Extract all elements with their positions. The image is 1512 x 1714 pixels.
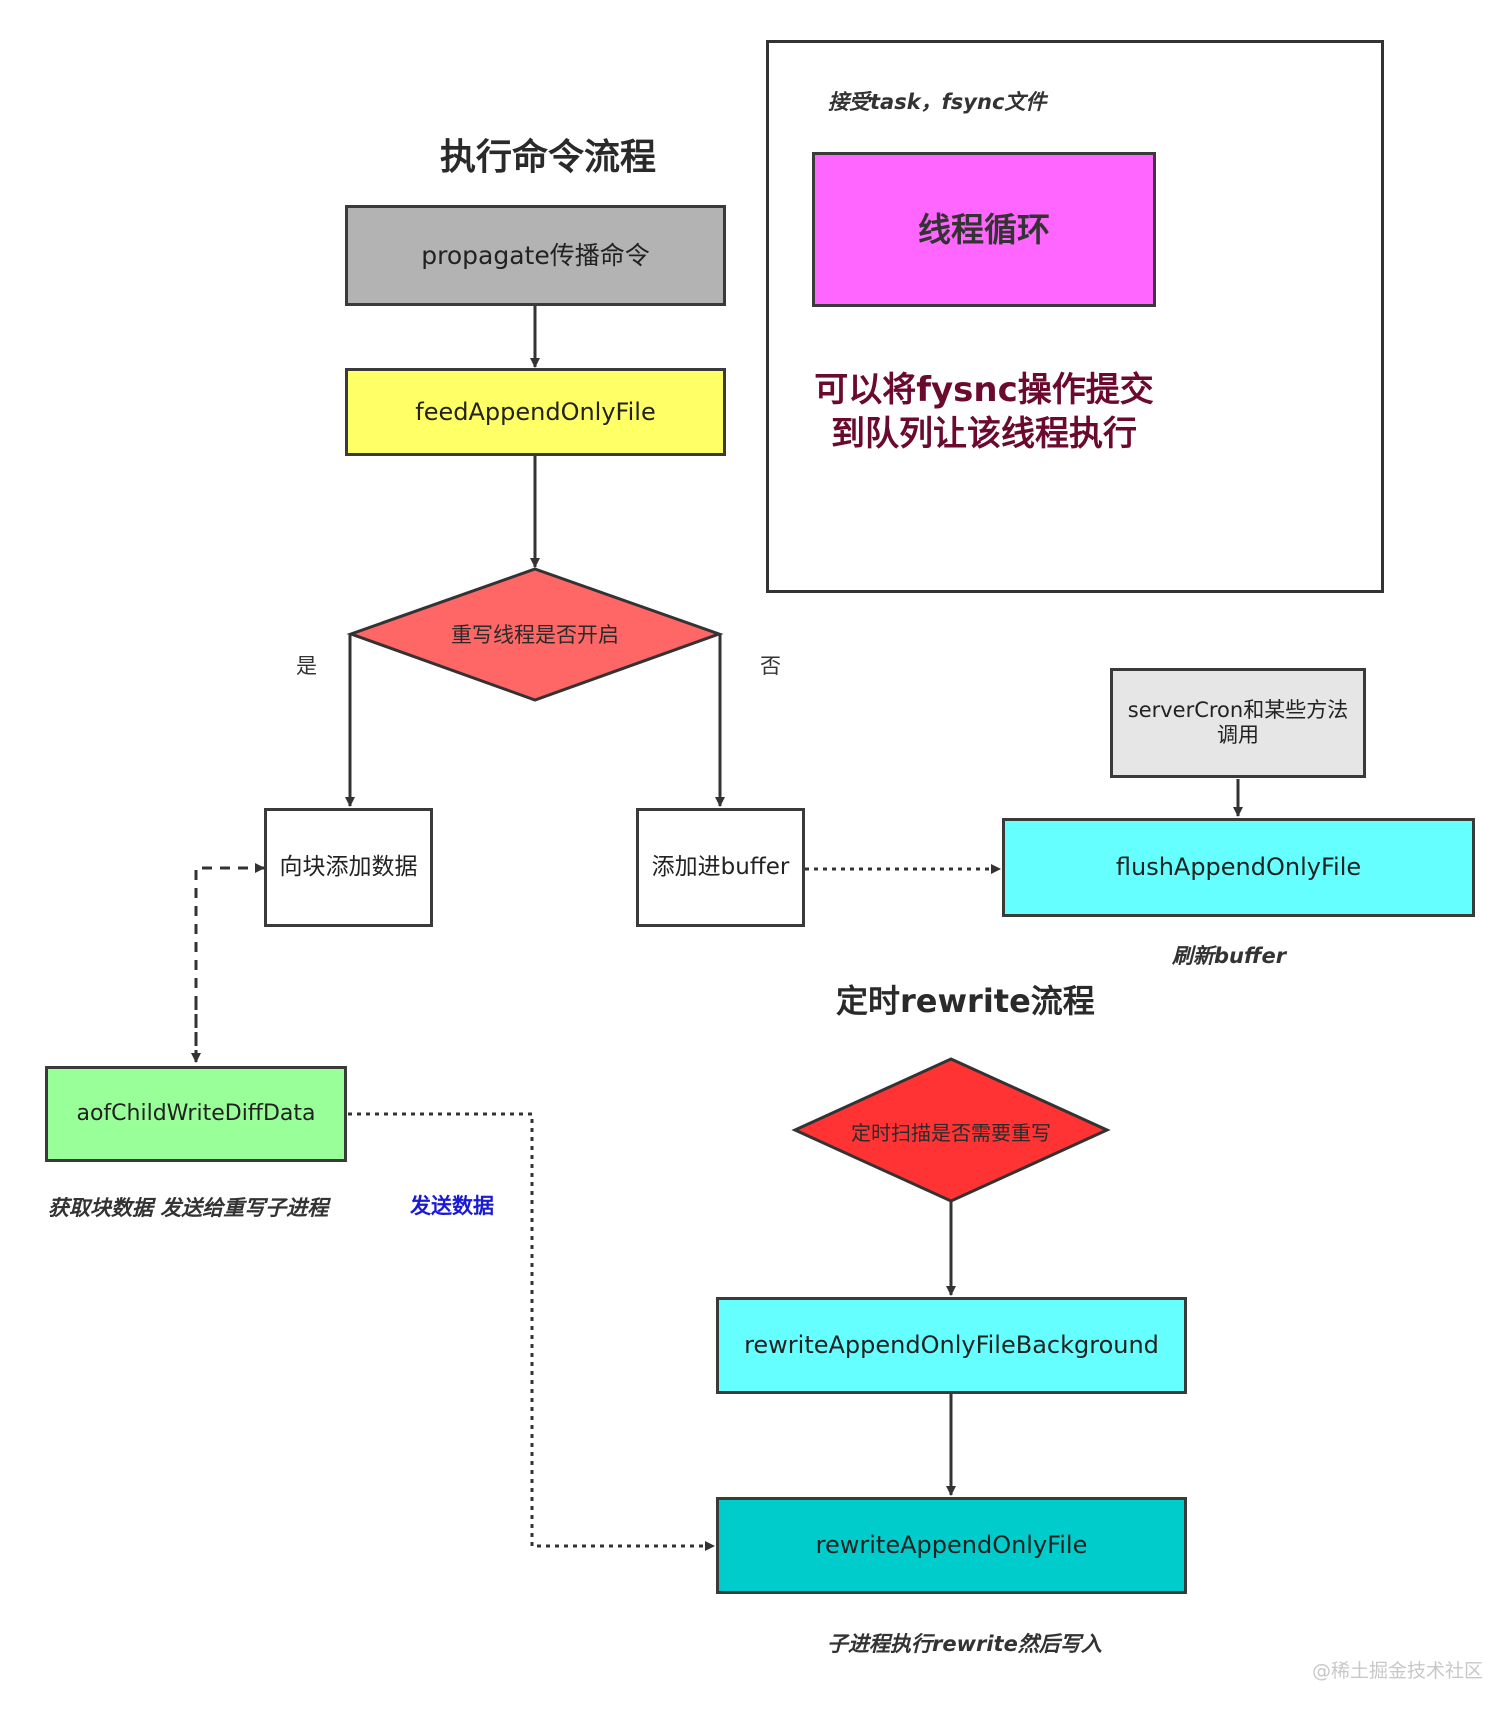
branch-yes-label: 是 xyxy=(296,654,317,678)
thread-frame xyxy=(766,40,1384,593)
flush-box: flushAppendOnlyFile xyxy=(1002,818,1475,917)
diamond-rewrite-thread-label: 重写线程是否开启 xyxy=(451,623,619,647)
fysnc-submit-note: 可以将fysnc操作提交到队列让该线程执行 xyxy=(814,370,1154,455)
propagate-box: propagate传播命令 xyxy=(345,205,726,306)
child-exec-note: 子进程执行rewrite然后写入 xyxy=(827,1632,1102,1656)
rewrite-aof-box: rewriteAppendOnlyFile xyxy=(716,1497,1187,1594)
add-buffer-box: 添加进buffer xyxy=(636,808,805,927)
watermark: @稀土掘金技术社区 xyxy=(1312,1660,1484,1682)
branch-no-label: 否 xyxy=(760,654,781,678)
refresh-buffer-note: 刷新buffer xyxy=(1172,944,1287,968)
accept-task-note: 接受task，fsync文件 xyxy=(828,90,1047,114)
rewrite-flow-title: 定时rewrite流程 xyxy=(836,982,1095,1020)
thread-loop-box: 线程循环 xyxy=(812,152,1156,307)
servercron-box: serverCron和某些方法调用 xyxy=(1110,668,1366,778)
aof-child-box: aofChildWriteDiffData xyxy=(45,1066,347,1162)
exec-flow-title: 执行命令流程 xyxy=(440,137,657,178)
add-block-box: 向块添加数据 xyxy=(264,808,433,927)
diamond-timed-scan-label: 定时扫描是否需要重写 xyxy=(851,1120,1051,1145)
arrow-aofchild-to-block xyxy=(194,863,265,1060)
arrow-aofchild-to-rewrite xyxy=(348,1112,715,1551)
get-block-note: 获取块数据 发送给重写子进程 xyxy=(48,1196,329,1220)
feed-box: feedAppendOnlyFile xyxy=(345,368,726,456)
send-data-label: 发送数据 xyxy=(410,1194,494,1218)
rewrite-bg-box: rewriteAppendOnlyFileBackground xyxy=(716,1297,1187,1394)
